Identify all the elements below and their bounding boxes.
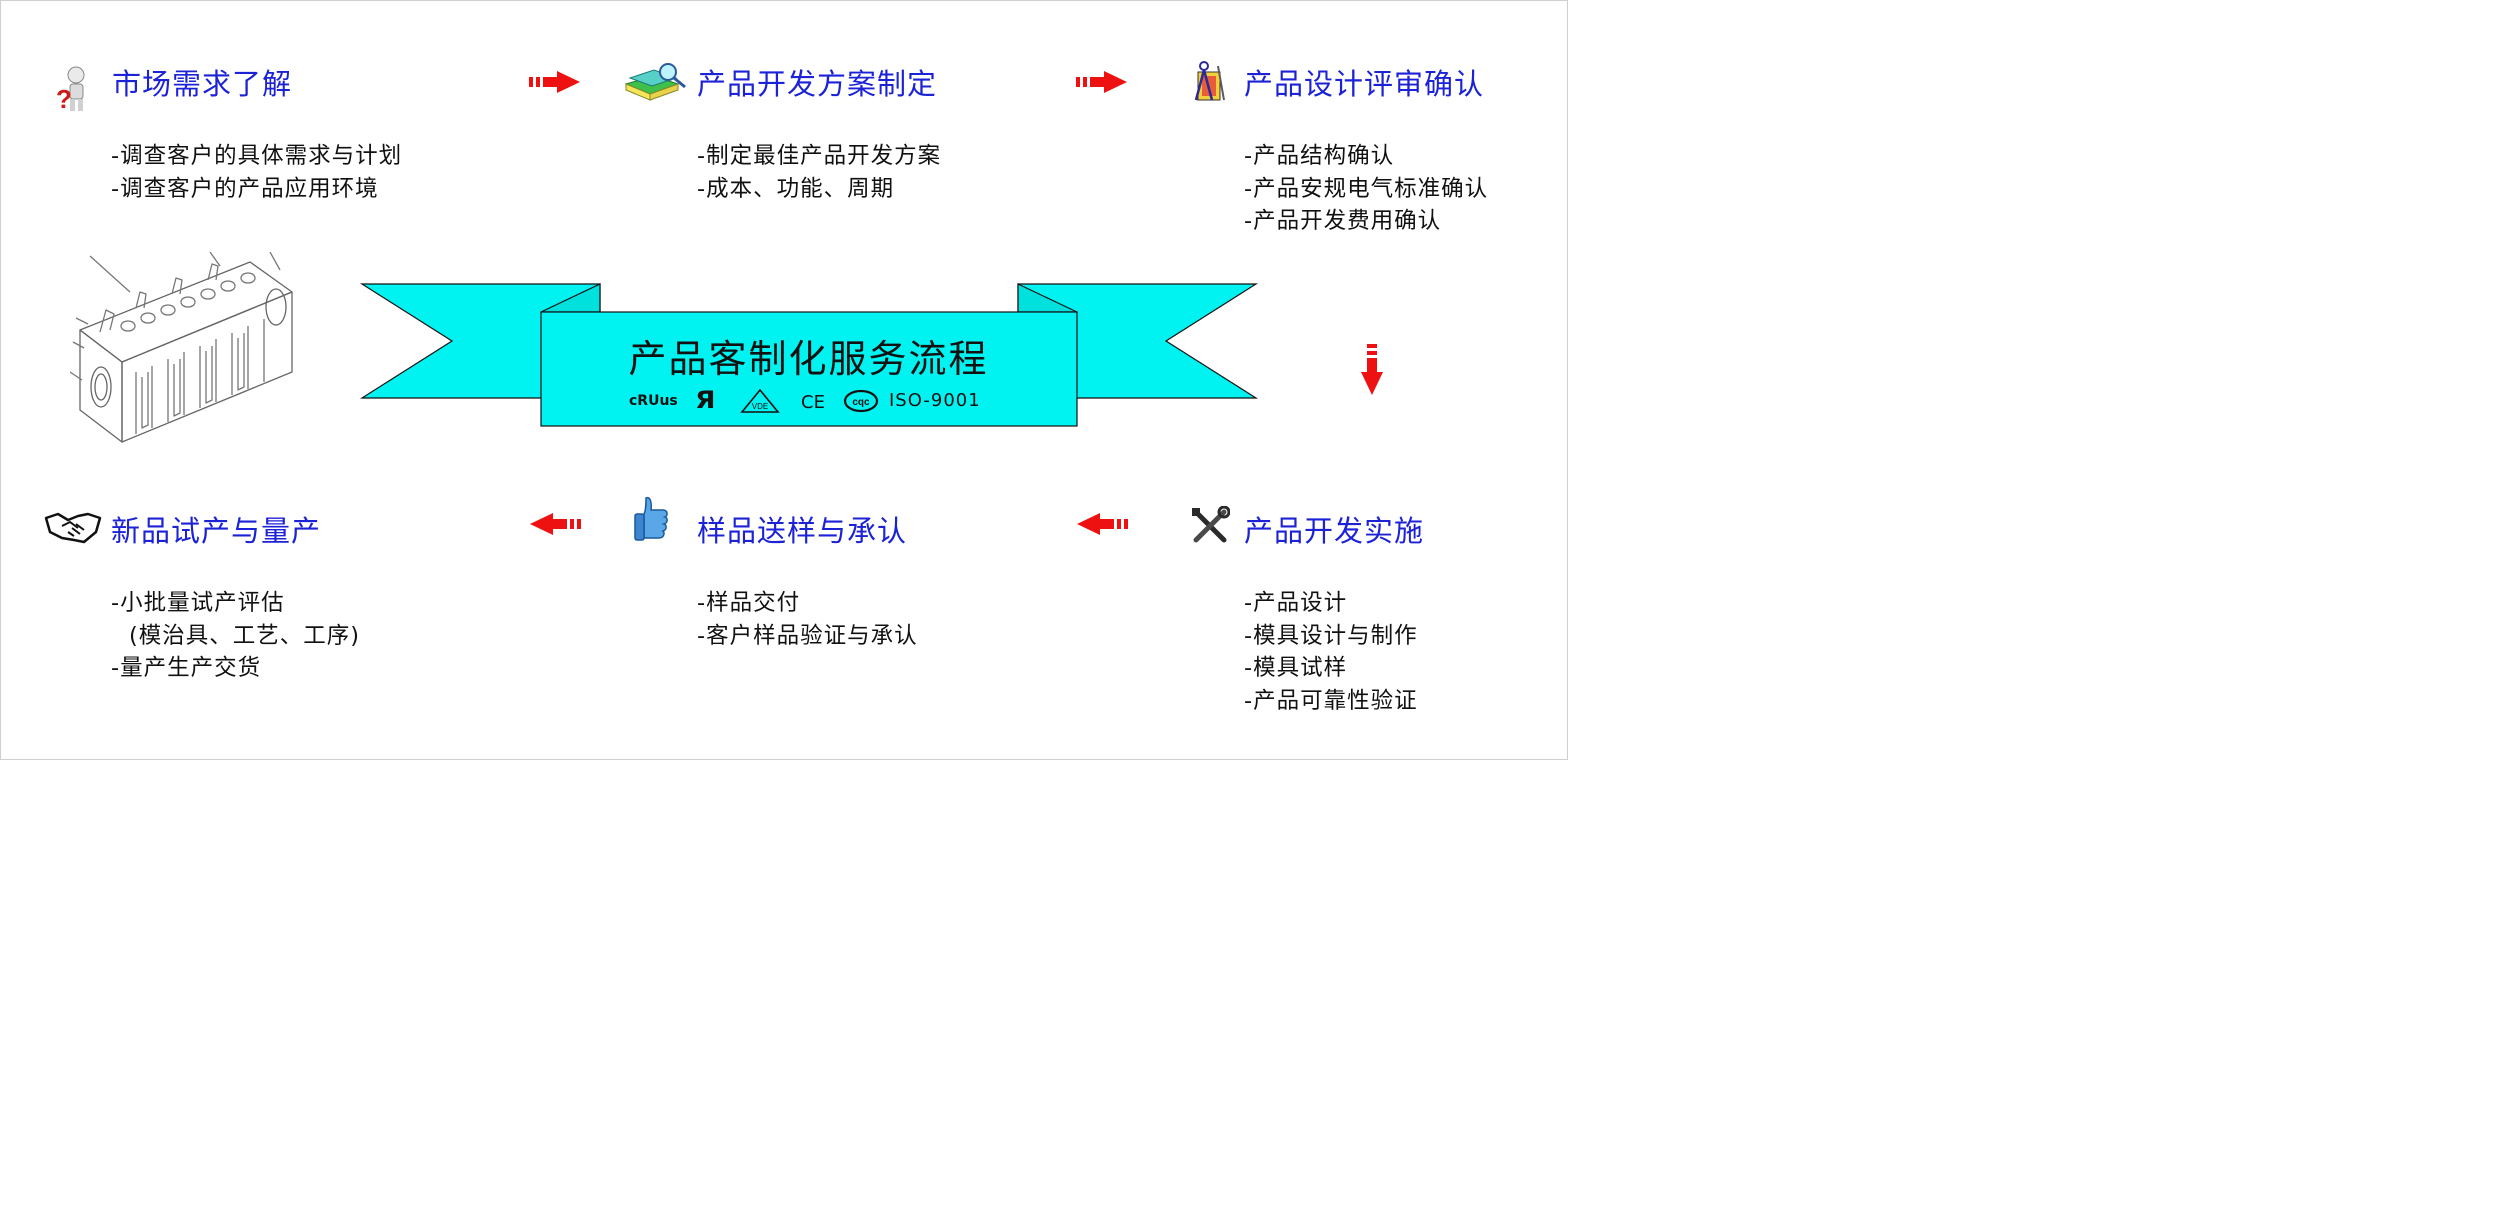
arrow-right-2-to-3 [1076, 71, 1127, 93]
cqc-mark: cqc [843, 389, 879, 413]
step-5-line: -客户样品验证与承认 [697, 622, 918, 649]
step-4-line: -模具设计与制作 [1244, 622, 1418, 649]
vde-label: VDE [752, 402, 768, 411]
step-4-line: -模具试样 [1244, 655, 1348, 681]
banner-center [540, 311, 1078, 427]
step-4-line: -产品可靠性验证 [1244, 687, 1418, 714]
banner-title: 产品客制化服务流程 [628, 337, 989, 381]
step-5-title: 样品送样与承认 [697, 514, 908, 548]
step-1-line: -调查客户的产品应用环境 [111, 175, 379, 202]
step-3-description: -产品结构确认 -产品安规电气标准确认 -产品开发费用确认 [1244, 140, 1488, 238]
step-1-title: 市场需求了解 [112, 67, 293, 101]
step-5-line: -样品交付 [697, 590, 801, 616]
svg-text:?: ? [56, 84, 72, 112]
iso-mark: ISO-9001 [889, 390, 981, 411]
step-1-line: -调查客户的具体需求与计划 [111, 143, 403, 169]
vde-mark: VDE [740, 388, 780, 413]
cqc-label: cqc [852, 397, 870, 408]
wrench-screwdriver-icon [1192, 506, 1230, 543]
thumbs-up-icon [634, 496, 668, 541]
arrow-down-3-to-4 [1361, 344, 1383, 395]
drafting-tools-icon [1194, 61, 1225, 101]
step-3-line: -产品安规电气标准确认 [1244, 175, 1489, 202]
step-4-title: 产品开发实施 [1244, 514, 1425, 548]
books-magnifier-icon [624, 63, 686, 101]
step-2-title: 产品开发方案制定 [697, 67, 938, 101]
step-6-description: -小批量试产评估 (模治具、工艺、工序) -量产生产交货 [111, 587, 360, 685]
ce-mark: CE [801, 392, 825, 413]
step-6-line: (模治具、工艺、工序) [129, 622, 361, 649]
process-banner [359, 283, 1259, 427]
arrow-left-5-to-6 [530, 513, 581, 535]
step-2-description: -制定最佳产品开发方案 -成本、功能、周期 [697, 140, 941, 205]
step-3-line: -产品开发费用确认 [1244, 208, 1442, 234]
step-4-line: -产品设计 [1244, 590, 1348, 616]
step-2-line: -制定最佳产品开发方案 [697, 143, 942, 169]
step-2-line: -成本、功能、周期 [697, 175, 895, 202]
step-6-line: -小批量试产评估 [111, 590, 285, 616]
arrow-right-1-to-2 [529, 71, 580, 93]
step-5-description: -样品交付 -客户样品验证与承认 [697, 587, 918, 652]
step-6-title: 新品试产与量产 [111, 514, 322, 548]
diagram-frame [0, 0, 1568, 760]
terminal-block-sketch-icon [70, 252, 293, 443]
cul-mark: cRUus [629, 393, 678, 409]
step-4-description: -产品设计 -模具设计与制作 -模具试样 -产品可靠性验证 [1244, 587, 1418, 717]
step-3-title: 产品设计评审确认 [1244, 67, 1485, 101]
ur-mark: Я [695, 386, 716, 414]
step-1-description: -调查客户的具体需求与计划 -调查客户的产品应用环境 [111, 140, 402, 205]
handshake-icon [44, 512, 102, 544]
person-question-icon: ? [56, 66, 85, 112]
step-3-line: -产品结构确认 [1244, 143, 1395, 169]
arrow-left-4-to-5 [1077, 513, 1128, 535]
step-6-line: -量产生产交货 [111, 655, 262, 681]
